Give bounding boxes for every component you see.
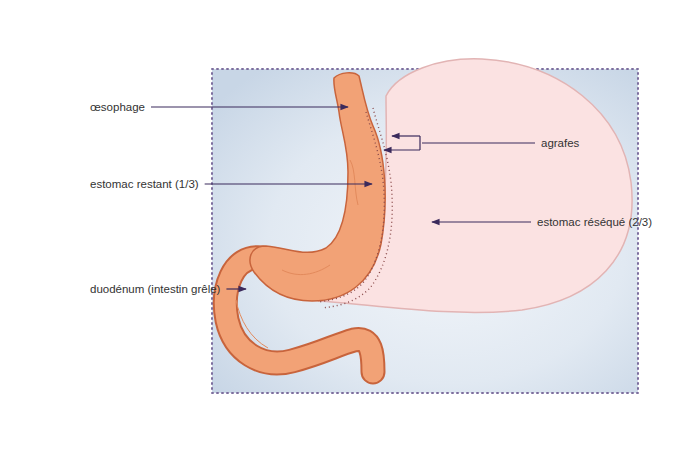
organ-label: duodénum (intestin grêle) bbox=[90, 282, 220, 296]
organ-label: estomac réséqué (2/3) bbox=[537, 215, 652, 229]
leader-line bbox=[392, 135, 420, 136]
staple-line bbox=[322, 108, 392, 308]
organ-label: œsophage bbox=[90, 100, 145, 114]
organ-label: estomac restant (1/3) bbox=[90, 177, 199, 191]
leader-line bbox=[205, 183, 372, 184]
part-label: agrafes bbox=[541, 136, 579, 150]
leader-line bbox=[226, 288, 246, 289]
mucosa-fold bbox=[236, 160, 358, 348]
leader-line bbox=[151, 106, 348, 107]
leader-line bbox=[422, 142, 535, 143]
leader-line bbox=[384, 149, 420, 150]
staple-line bbox=[318, 112, 384, 302]
bracket bbox=[419, 136, 420, 150]
leader-line bbox=[432, 221, 531, 222]
